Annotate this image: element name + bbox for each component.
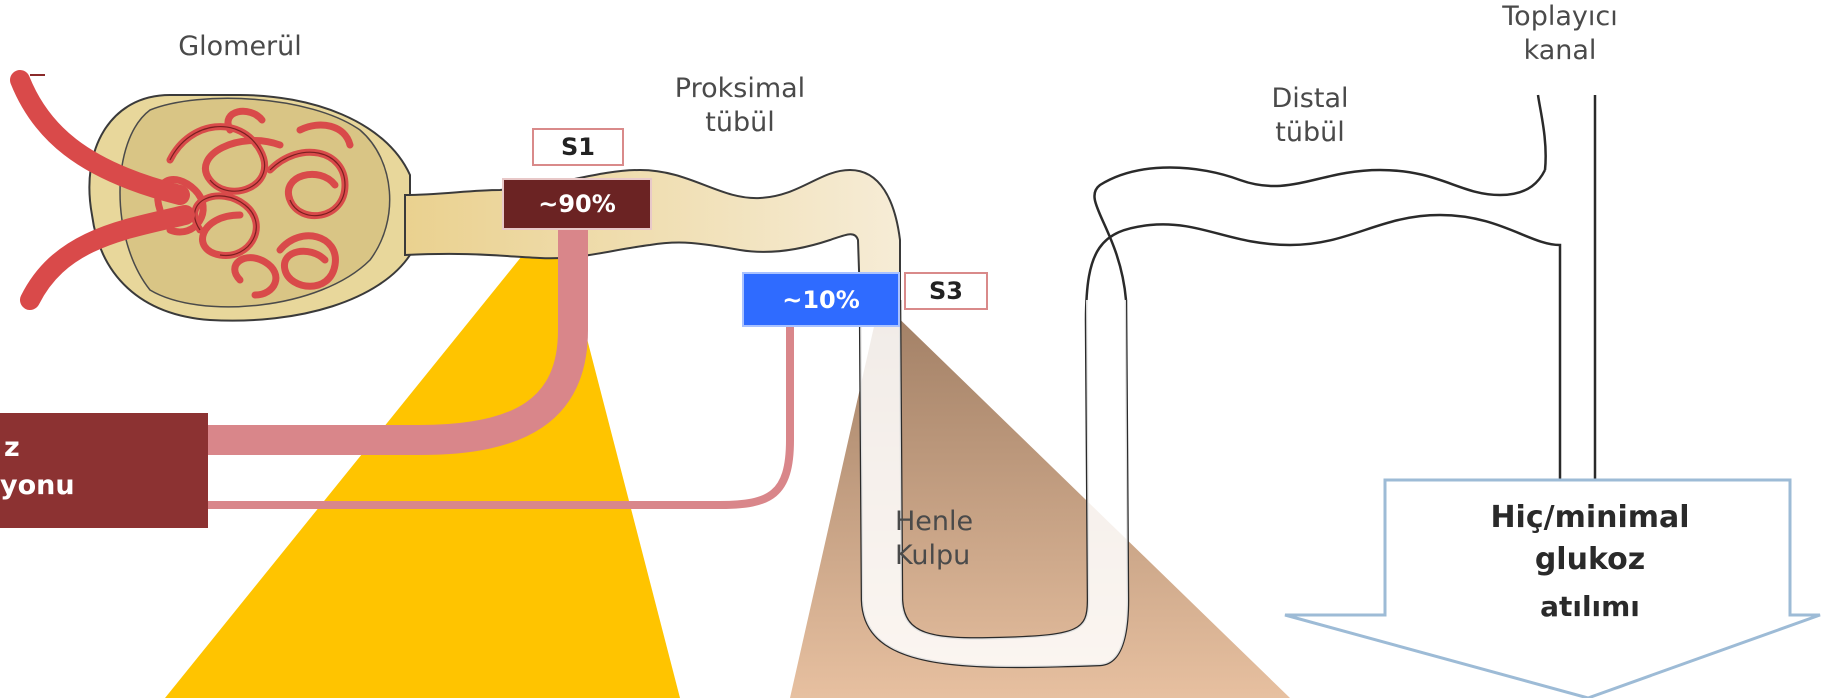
proksimal-line2: tübül [640, 106, 840, 140]
henle-label: Henle Kulpu [895, 505, 1015, 573]
reabsorption-box: z yonu [0, 413, 208, 528]
glomerulus [20, 75, 410, 321]
proksimal-line1: Proksimal [640, 72, 840, 106]
excretion-line1: Hiç/minimal [1395, 498, 1785, 538]
proximal-90-percent-box: ~90% [502, 178, 652, 230]
glomerul-label: Glomerül [160, 30, 320, 64]
distal-line2: tübül [1240, 116, 1380, 150]
excretion-line3: atılımı [1395, 582, 1785, 632]
toplayici-line2: kanal [1470, 34, 1650, 68]
toplayici-label: Toplayıcı kanal [1470, 0, 1650, 68]
s3-tag: S3 [904, 272, 988, 310]
excretion-line2: glukoz [1395, 538, 1785, 582]
henle-line1: Henle [895, 505, 1015, 539]
proksimal-label: Proksimal tübül [640, 72, 840, 140]
excretion-text: Hiç/minimal glukoz atılımı [1395, 498, 1785, 632]
henle-line2: Kulpu [895, 539, 1015, 573]
distal-10-percent-box: ~10% [742, 272, 900, 327]
reabsorption-line1: z [0, 429, 208, 467]
toplayici-line1: Toplayıcı [1470, 0, 1650, 34]
s1-tag: S1 [532, 128, 624, 166]
distal-line1: Distal [1240, 82, 1380, 116]
reabsorption-line2: yonu [0, 467, 208, 505]
distal-label: Distal tübül [1240, 82, 1380, 150]
